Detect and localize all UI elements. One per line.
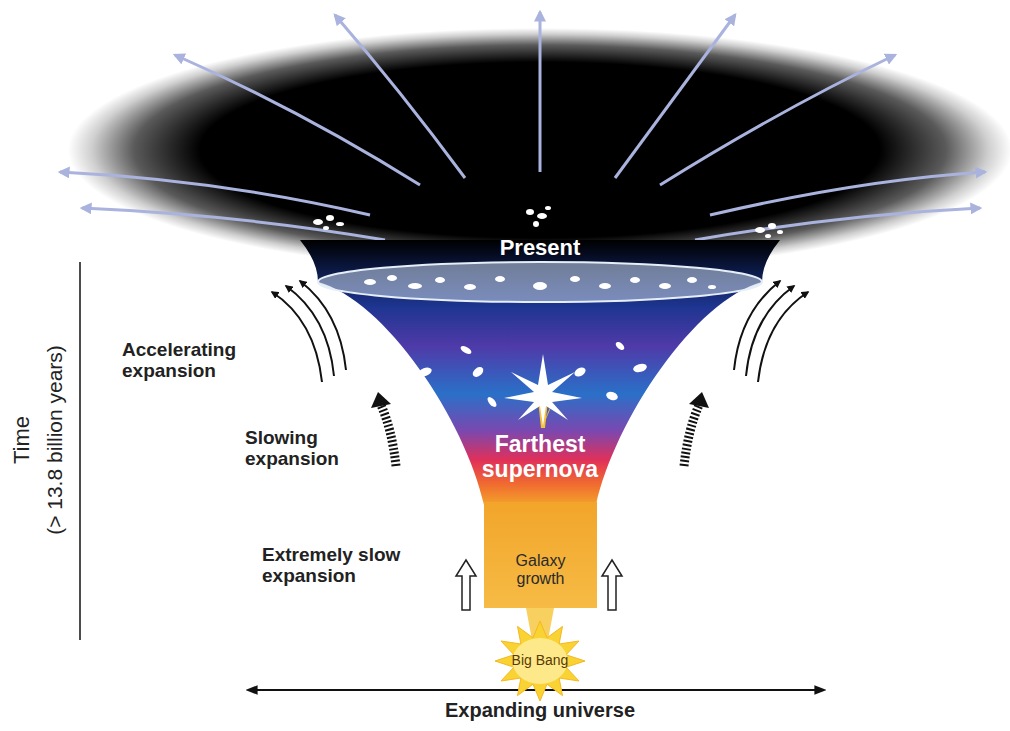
burst-label: Big Bang <box>511 653 569 668</box>
phase-label: Accelerating expansion <box>122 340 297 382</box>
band-label: Galaxy growth <box>490 552 591 587</box>
axis-label: Expanding universe <box>340 699 740 721</box>
axis-title: Time <box>10 416 34 464</box>
era-band: Galaxy growth <box>484 502 597 608</box>
axis-note: (> 13.8 billion years) <box>43 345 66 535</box>
phase-label: Extremely slow expansion <box>262 545 452 587</box>
origin-burst: Big Bang <box>494 620 586 702</box>
event-label: Farthest supernova <box>440 432 640 483</box>
era-label: Present <box>440 236 640 260</box>
phase-label: Slowing expansion <box>245 428 385 470</box>
